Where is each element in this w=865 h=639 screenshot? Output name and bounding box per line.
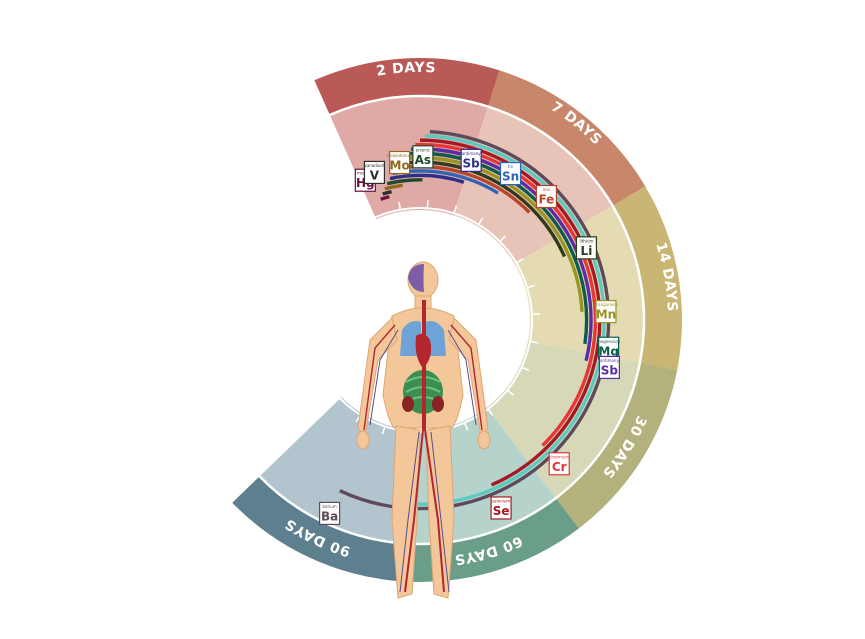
element-name: antimony — [600, 358, 620, 363]
element-symbol: Li — [581, 244, 593, 258]
retention-arc-selenium-12 — [419, 138, 602, 487]
retention-arc-mercury-0 — [380, 195, 390, 201]
tick-mark — [527, 284, 536, 289]
segment-band-90-days — [231, 475, 404, 582]
element-symbol: Se — [493, 504, 510, 518]
tick-mark — [499, 235, 507, 242]
retention-arc-arsenic-3 — [386, 178, 423, 186]
tick-mark — [381, 426, 386, 435]
element-name: antimony — [462, 151, 482, 156]
element-tag-box — [499, 161, 522, 186]
tick-mark — [463, 422, 469, 431]
element-symbol: Mo — [390, 159, 410, 173]
tick-mark — [398, 201, 402, 210]
element-name: magnesium — [597, 339, 621, 344]
segment-band-7-days — [487, 70, 646, 206]
element-symbol: Cr — [552, 460, 567, 474]
tick-mark — [515, 258, 524, 264]
human-anatomy-figure — [356, 261, 491, 599]
element-tag-box — [460, 148, 482, 172]
element-symbol: Fe — [538, 193, 554, 207]
element-symbol: Ba — [321, 509, 338, 523]
segment-band-14-days — [612, 186, 682, 370]
element-symbol: As — [415, 153, 431, 167]
retention-arc-antimony-10 — [410, 147, 593, 362]
element-name: tin — [508, 164, 514, 169]
retention-arc-lead-13 — [405, 134, 606, 506]
element-name: manganese — [594, 302, 618, 307]
element-name: lithium — [580, 238, 594, 243]
element-tag-box — [575, 236, 598, 260]
element-tag-box — [318, 501, 341, 526]
element-tag-box — [363, 160, 386, 185]
element-name: iron — [543, 187, 551, 192]
element-tag-box — [490, 496, 512, 520]
edge-line — [311, 78, 377, 220]
element-name: vanadium — [364, 163, 384, 168]
segment-band-30-days — [555, 362, 678, 529]
segment-band-2-days — [313, 58, 500, 116]
element-name: barium — [322, 504, 336, 509]
tick-mark — [453, 205, 458, 214]
element-symbol: Mn — [596, 308, 616, 322]
element-name: chromium — [549, 454, 569, 459]
element-tag-box — [548, 452, 570, 476]
element-tag-box — [595, 300, 617, 324]
retention-arc-vanadium-1 — [382, 190, 392, 196]
element-symbol: Sb — [463, 156, 481, 170]
tick-mark — [506, 389, 515, 396]
tick-mark — [333, 397, 340, 404]
element-tag-box — [389, 150, 411, 175]
element-name: selenium — [492, 498, 510, 503]
tick-mark — [529, 340, 538, 344]
retention-arc-antimony-4 — [389, 173, 465, 184]
retention-arc-molybdenum-2 — [384, 183, 403, 191]
tick-mark — [487, 408, 494, 416]
element-symbol: Sn — [502, 170, 519, 184]
element-name: arsenic — [416, 147, 431, 152]
segment-label-2-days: 2 DAYS — [375, 60, 436, 80]
element-name: molybdenum — [386, 153, 412, 158]
element-symbol: V — [370, 168, 380, 182]
tick-mark — [426, 200, 429, 209]
element-symbol: Sb — [601, 363, 619, 377]
tick-mark — [370, 210, 376, 219]
tick-mark — [477, 217, 484, 225]
edge-line — [229, 395, 342, 505]
retention-arc-manganese-8 — [402, 156, 584, 312]
element-tag-box — [535, 184, 558, 209]
element-tag-box — [598, 355, 620, 380]
tick-mark — [521, 366, 530, 372]
element-tag-box — [412, 145, 434, 169]
element-symbol: Mg — [598, 344, 619, 358]
